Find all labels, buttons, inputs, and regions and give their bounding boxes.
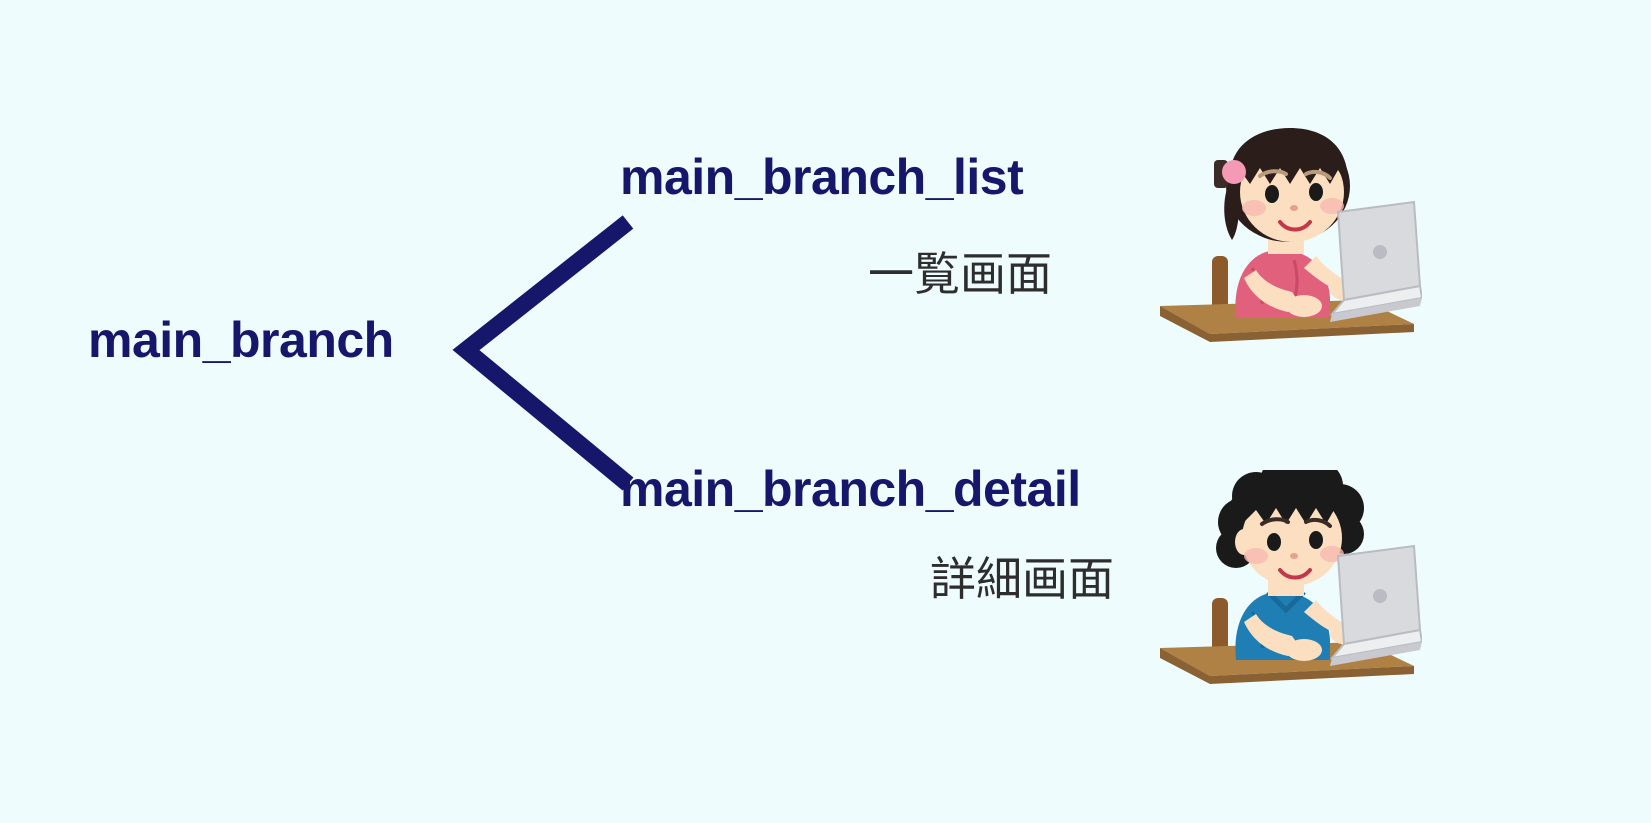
mouth [1278,568,1312,580]
eyebrow-right [1304,517,1332,528]
mouth [1278,220,1312,232]
hand-left [1286,639,1322,661]
hair-fringe [1241,484,1343,524]
chair-back [1212,256,1228,318]
desk-front [1210,324,1414,342]
ear-left [1235,529,1253,555]
eyebrow-left [1258,169,1288,178]
desk-front [1210,666,1414,684]
nose [1290,205,1298,211]
eye-left [1267,533,1281,551]
girl-at-laptop-illustration [1160,128,1422,342]
eyebrow-right [1304,169,1332,180]
branch-sublabel-detail-screen: 詳細画面 [930,553,1114,605]
hair-side-left [1224,180,1240,240]
eye-left [1265,185,1279,203]
hair-fringe [1229,128,1349,186]
nose [1290,553,1298,559]
hand-left [1286,295,1322,317]
eye-right [1309,183,1323,201]
hair-clip-icon [1214,160,1246,188]
desk-edge [1160,306,1210,342]
branch-sublabel-list-screen: 一覧画面 [868,248,1052,300]
arm-left [1244,614,1302,656]
eyebrow-left [1260,517,1290,526]
blush-left [1242,200,1266,216]
branch-fork-path [452,215,634,491]
root-node-label: main_branch [88,312,394,368]
blush-right [1320,198,1344,214]
chair-back [1212,598,1228,660]
branch-label-main-branch-list: main_branch_list [620,149,1024,205]
desk-edge [1160,648,1210,684]
laptop-icon [1329,544,1422,666]
branch-label-main-branch-detail: main_branch_detail [620,461,1081,517]
boy-at-laptop-illustration [1160,470,1422,684]
blush-left [1244,548,1268,564]
laptop-icon [1329,200,1422,322]
shirt-collar [1266,590,1306,614]
arm-left [1244,270,1302,312]
eye-right [1309,531,1323,549]
